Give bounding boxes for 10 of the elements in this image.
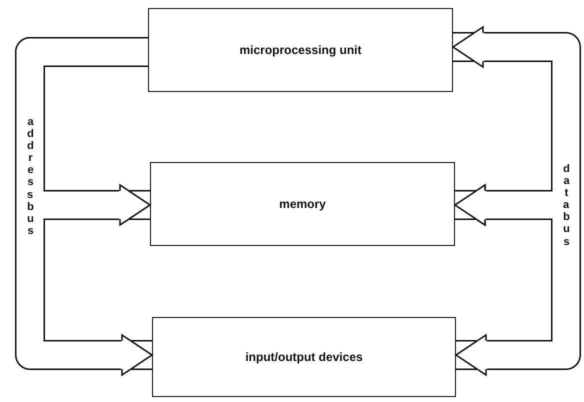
component-label: input/output devices	[245, 350, 363, 364]
component-box	[152, 317, 456, 397]
bus-label: data bus	[563, 163, 570, 248]
bus-label: address bus	[27, 116, 34, 237]
component-label: microprocessing unit	[239, 42, 362, 58]
bus-arrow	[454, 184, 580, 376]
component-box	[150, 162, 455, 246]
component-box	[148, 8, 453, 92]
component-label: memory	[279, 196, 326, 212]
bus-arrow	[16, 38, 153, 376]
